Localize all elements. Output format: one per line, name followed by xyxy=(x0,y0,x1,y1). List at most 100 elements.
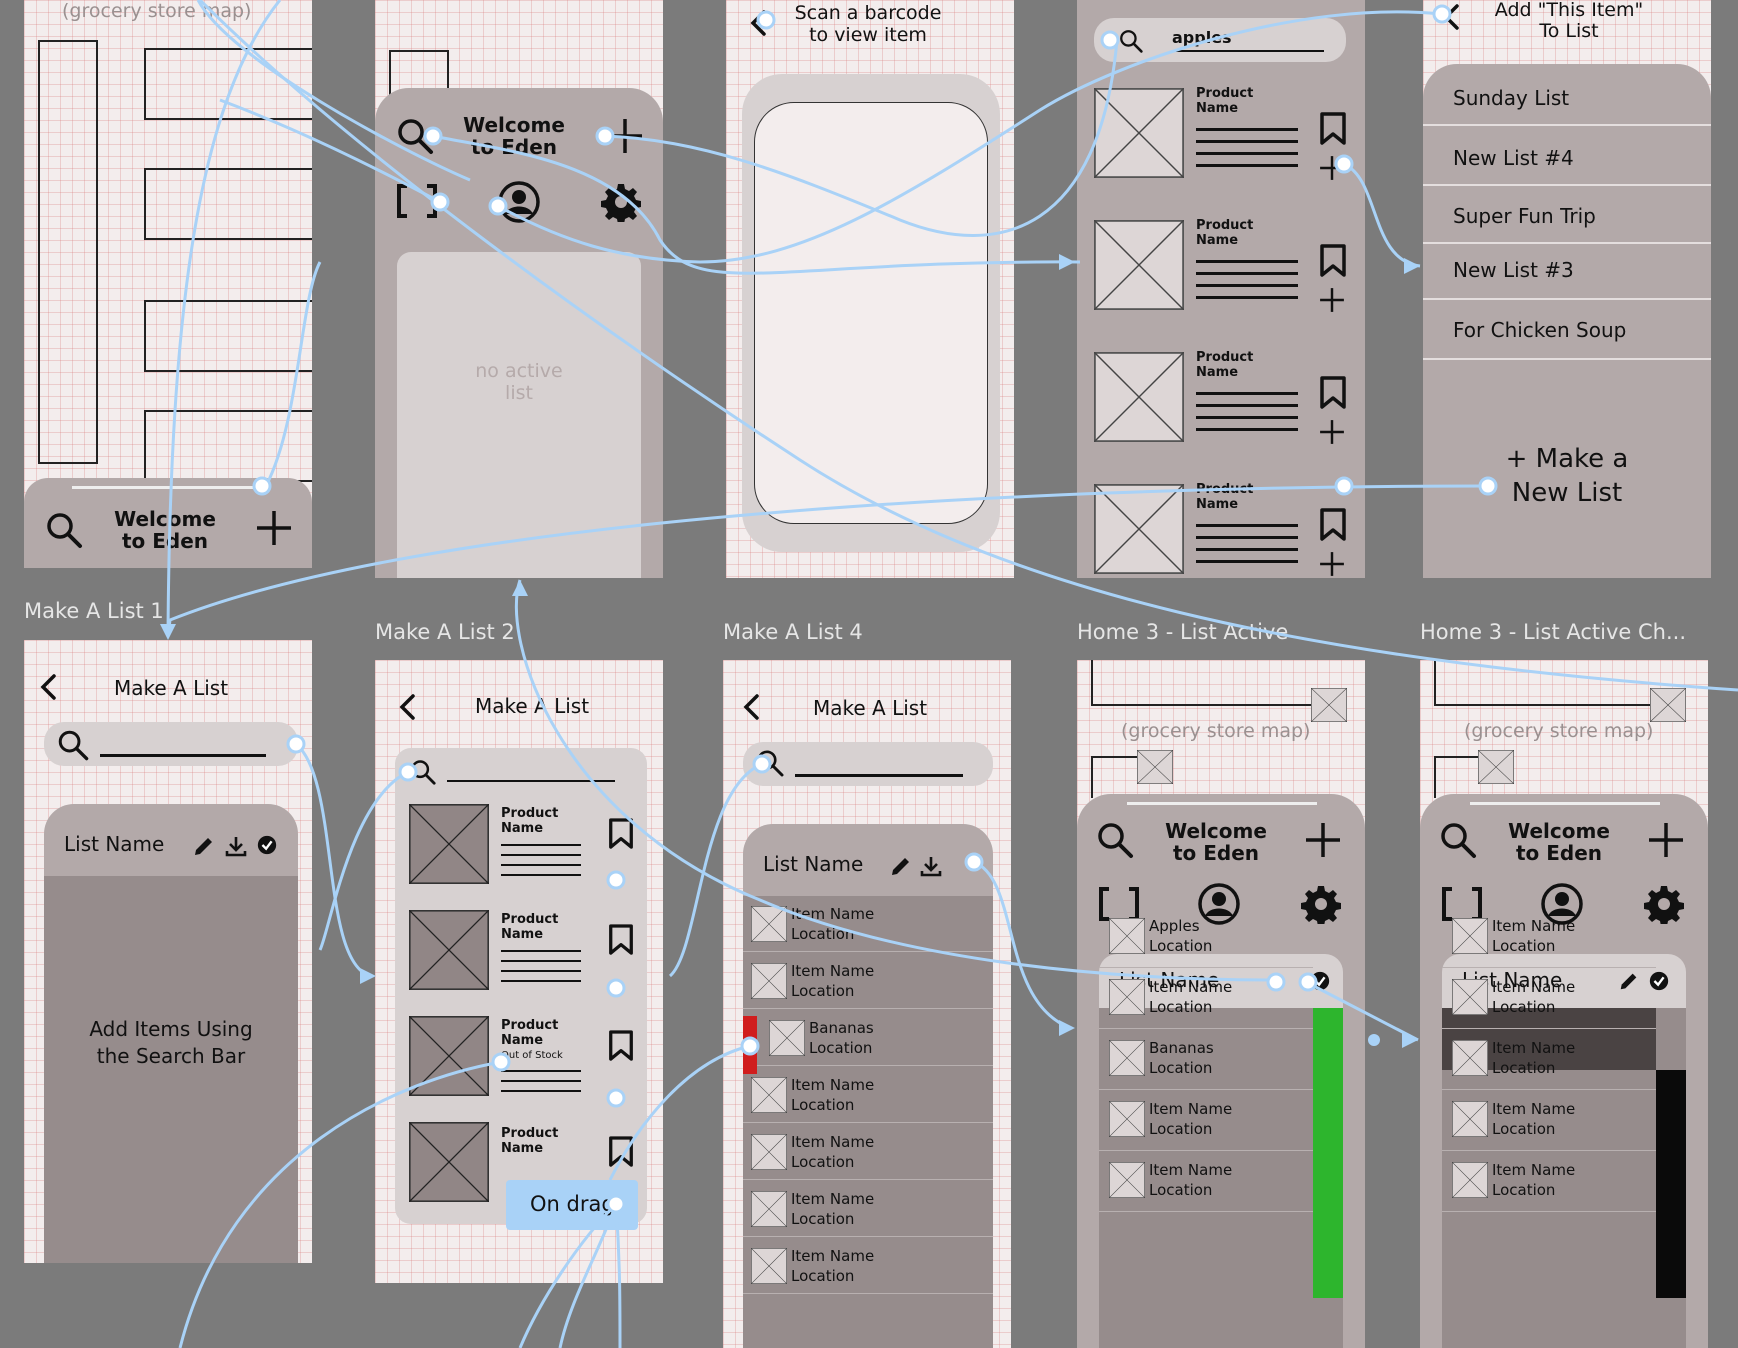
list-option[interactable]: New List #4 xyxy=(1423,126,1711,186)
item-location: Location xyxy=(791,982,855,1000)
bookmark-icon[interactable] xyxy=(607,924,635,956)
item-name: Item Name xyxy=(1492,917,1576,935)
bookmark-icon[interactable] xyxy=(1318,376,1348,410)
search-icon[interactable] xyxy=(409,758,437,786)
add-to-list-icon[interactable] xyxy=(1318,550,1346,578)
profile-icon[interactable] xyxy=(497,180,541,224)
product-image xyxy=(1094,352,1184,442)
product-row[interactable]: Product Name xyxy=(409,804,641,904)
search-bar[interactable] xyxy=(44,722,298,766)
item-location: Location xyxy=(791,1267,855,1285)
search-bar[interactable] xyxy=(743,742,993,786)
product-row[interactable]: Product Name Out of Stock xyxy=(409,1016,641,1116)
item-image xyxy=(751,1191,787,1227)
back-icon[interactable] xyxy=(741,692,761,722)
bookmark-icon[interactable] xyxy=(1318,244,1348,278)
search-icon[interactable] xyxy=(44,510,84,550)
item-location: Location xyxy=(1149,998,1213,1016)
item-name: Item Name xyxy=(791,1190,875,1208)
map-marker-image xyxy=(1311,688,1347,722)
bookmark-icon[interactable] xyxy=(607,1030,635,1062)
item-image xyxy=(1109,979,1145,1015)
add-to-list-icon[interactable] xyxy=(1318,154,1346,182)
product-row[interactable]: Product Name xyxy=(1094,84,1354,184)
scan-icon[interactable] xyxy=(395,183,439,219)
product-row[interactable]: Product Name xyxy=(1094,348,1354,448)
search-icon[interactable] xyxy=(1438,820,1478,860)
plus-icon[interactable] xyxy=(1303,820,1343,860)
product-name: Product Name xyxy=(501,912,559,942)
plus-icon[interactable] xyxy=(254,508,294,548)
list-option[interactable]: For Chicken Soup xyxy=(1423,300,1711,360)
list-option[interactable]: Sunday List xyxy=(1423,64,1711,126)
add-to-list-frame: Add "This Item" To List Sunday List New … xyxy=(1423,0,1711,578)
product-row[interactable]: Product Name xyxy=(1094,216,1354,316)
search-panel: Product Name Product Name Product Name O… xyxy=(395,748,647,1224)
product-row[interactable]: Product Name xyxy=(1094,480,1354,578)
back-icon[interactable] xyxy=(38,672,58,702)
add-to-list-icon[interactable] xyxy=(1318,286,1346,314)
bookmark-icon[interactable] xyxy=(1318,508,1348,542)
welcome-title: Welcome to Eden xyxy=(1165,819,1267,865)
product-image xyxy=(1094,484,1184,574)
plus-icon[interactable] xyxy=(1646,820,1686,860)
product-image xyxy=(409,1122,489,1202)
edit-pencil-icon[interactable] xyxy=(889,854,913,878)
bookmark-icon[interactable] xyxy=(1318,112,1348,146)
scrollbar-track[interactable] xyxy=(1656,1070,1686,1298)
search-bar[interactable]: apples xyxy=(1094,18,1346,62)
search-icon xyxy=(755,748,785,778)
item-name: Item Name xyxy=(1492,1161,1576,1179)
product-row[interactable]: Product Name xyxy=(409,1122,641,1222)
edit-pencil-icon[interactable] xyxy=(192,834,216,858)
plus-icon[interactable] xyxy=(605,116,645,156)
back-icon[interactable] xyxy=(397,692,417,722)
search-icon[interactable] xyxy=(1095,820,1135,860)
on-drag-trigger: On drag xyxy=(506,1180,638,1230)
scan-frame: Scan a barcode to view item xyxy=(726,0,1014,578)
make-new-list-button[interactable]: + Make a New List xyxy=(1505,444,1629,508)
checked-off-bar xyxy=(1313,1008,1343,1298)
product-image xyxy=(409,804,489,884)
back-icon[interactable] xyxy=(1441,2,1461,32)
home-screen-frame: (grocery store map) Welcome to Eden xyxy=(24,0,312,568)
list-option[interactable]: New List #3 xyxy=(1423,244,1711,300)
download-icon[interactable] xyxy=(919,854,943,878)
check-circle-icon[interactable] xyxy=(256,834,278,856)
item-name: Item Name xyxy=(791,1076,875,1094)
list-option[interactable]: Super Fun Trip xyxy=(1423,186,1711,244)
download-icon[interactable] xyxy=(224,834,248,858)
add-to-list-icon[interactable] xyxy=(1318,418,1346,446)
bookmark-icon[interactable] xyxy=(607,1136,635,1168)
page-title: Make A List xyxy=(114,676,229,700)
back-icon[interactable] xyxy=(748,8,768,38)
camera-viewfinder[interactable] xyxy=(754,102,988,524)
item-image xyxy=(1109,918,1145,954)
product-row[interactable]: Product Name xyxy=(409,910,641,1010)
item-name: Item Name xyxy=(1149,1100,1233,1118)
item-location: Location xyxy=(1149,1181,1213,1199)
item-name: Bananas xyxy=(1149,1039,1214,1057)
settings-gear-icon[interactable] xyxy=(601,182,641,222)
map-caption: (grocery store map) xyxy=(1121,720,1311,742)
search-icon[interactable] xyxy=(395,116,435,156)
add-to-list-title: Add "This Item" To List xyxy=(1494,0,1644,42)
bookmark-icon[interactable] xyxy=(607,818,635,850)
